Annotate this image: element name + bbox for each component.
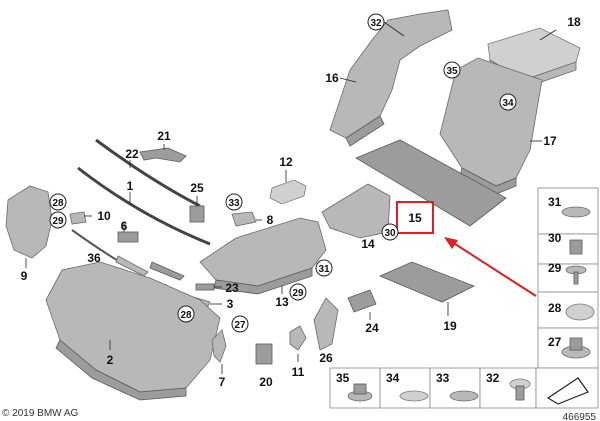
part-22-strip (95, 138, 201, 208)
legend-label-31: 31 (548, 195, 562, 209)
copyright-text: © 2019 BMW AG (2, 408, 79, 419)
part-14-piece (321, 183, 391, 239)
svg-text:27: 27 (234, 320, 246, 331)
callout-19: 19 (443, 319, 457, 333)
fastener-legend-bottom: 35 34 33 32 (329, 367, 599, 409)
callout-18: 18 (567, 15, 581, 29)
callout-26: 26 (319, 351, 333, 365)
svg-text:33: 33 (228, 198, 240, 209)
callout-6: 6 (121, 219, 128, 233)
legend-label-28: 28 (548, 301, 562, 315)
part-16-wall (329, 9, 453, 147)
circled-callout-27-mid: 27 (231, 315, 249, 333)
callout-9: 9 (21, 269, 28, 283)
callout-8: 8 (267, 213, 274, 227)
callout-1: 1 (127, 179, 134, 193)
highlight-box-15 (396, 201, 434, 234)
callout-20: 20 (259, 375, 273, 389)
callout-3: 3 (227, 297, 234, 311)
part-24-pad (347, 289, 377, 313)
part-2-firewall (45, 261, 221, 401)
callout-25: 25 (190, 181, 204, 195)
circled-callout-34-top: 34 (499, 93, 517, 111)
circled-callout-29-mid: 29 (289, 283, 307, 301)
circled-callout-31-mid: 31 (315, 259, 333, 277)
part-7-bracket (211, 329, 227, 363)
part-26-shield (313, 297, 339, 351)
circled-callout-30-mid: 30 (381, 223, 399, 241)
svg-text:28: 28 (52, 198, 64, 209)
circled-callout-33-mid: 33 (225, 193, 243, 211)
legend-label-32: 32 (486, 371, 500, 385)
svg-text:30: 30 (384, 228, 396, 239)
part-11-clip (289, 325, 307, 351)
part-10-clip (69, 211, 87, 225)
callout-2: 2 (107, 353, 114, 367)
diagram-number: 466955 (563, 412, 597, 421)
circled-callout-29-left: 29 (49, 211, 67, 229)
callout-22: 22 (125, 147, 139, 161)
svg-text:32: 32 (370, 18, 382, 29)
callout-12: 12 (279, 155, 293, 169)
callout-11: 11 (292, 365, 305, 379)
part-23-pad (195, 283, 215, 291)
svg-text:34: 34 (502, 98, 514, 109)
callout-14: 14 (361, 237, 375, 251)
callout-17: 17 (543, 134, 557, 148)
svg-text:29: 29 (292, 288, 304, 299)
callout-23: 23 (225, 281, 239, 295)
part-20-pad (255, 343, 273, 365)
part-6-bracket (117, 231, 139, 243)
legend-label-30: 30 (548, 231, 562, 245)
part-12-block (269, 179, 307, 205)
callout-13: 13 (275, 295, 289, 309)
legend-label-33: 33 (436, 371, 450, 385)
fastener-30-icon (569, 239, 583, 255)
circled-callout-35-top: 35 (443, 61, 461, 79)
red-arrow (444, 237, 537, 297)
fastener-28-icon (565, 303, 595, 321)
part-13-tunnel (199, 217, 327, 295)
legend-label-34: 34 (386, 371, 400, 385)
part-4-strip (149, 261, 185, 281)
callout-7: 7 (219, 375, 226, 389)
svg-text:31: 31 (318, 264, 330, 275)
circled-callout-28-mid: 28 (177, 305, 195, 323)
legend-label-27: 27 (548, 335, 562, 349)
fastener-34-icon (399, 390, 429, 402)
fastener-33-icon (449, 390, 479, 402)
part-1-strip (77, 166, 211, 246)
callout-16: 16 (325, 71, 339, 85)
part-17-rear-wall (439, 57, 543, 195)
fastener-31-icon (561, 206, 591, 218)
svg-text:35: 35 (446, 66, 458, 77)
part-9-shield (5, 185, 53, 259)
svg-text:29: 29 (52, 216, 64, 227)
circled-callout-28-left: 28 (49, 193, 67, 211)
circled-callout-32-top: 32 (367, 13, 385, 31)
legend-label-29: 29 (548, 261, 562, 275)
part-8-plate (231, 211, 257, 227)
callout-10: 10 (97, 209, 111, 223)
pointer-arrow-icon (546, 377, 589, 405)
callout-15: 15 (408, 211, 422, 225)
part-19-mat (378, 261, 475, 303)
part-21-clip (139, 147, 187, 163)
legend-label-35: 35 (336, 371, 350, 385)
callout-24: 24 (365, 321, 379, 335)
fastener-legend-side: 31 30 29 28 27 (537, 187, 599, 369)
part-25-pad (189, 205, 205, 223)
svg-text:28: 28 (180, 310, 192, 321)
callout-21: 21 (157, 129, 171, 143)
callout-36: 36 (87, 251, 101, 265)
